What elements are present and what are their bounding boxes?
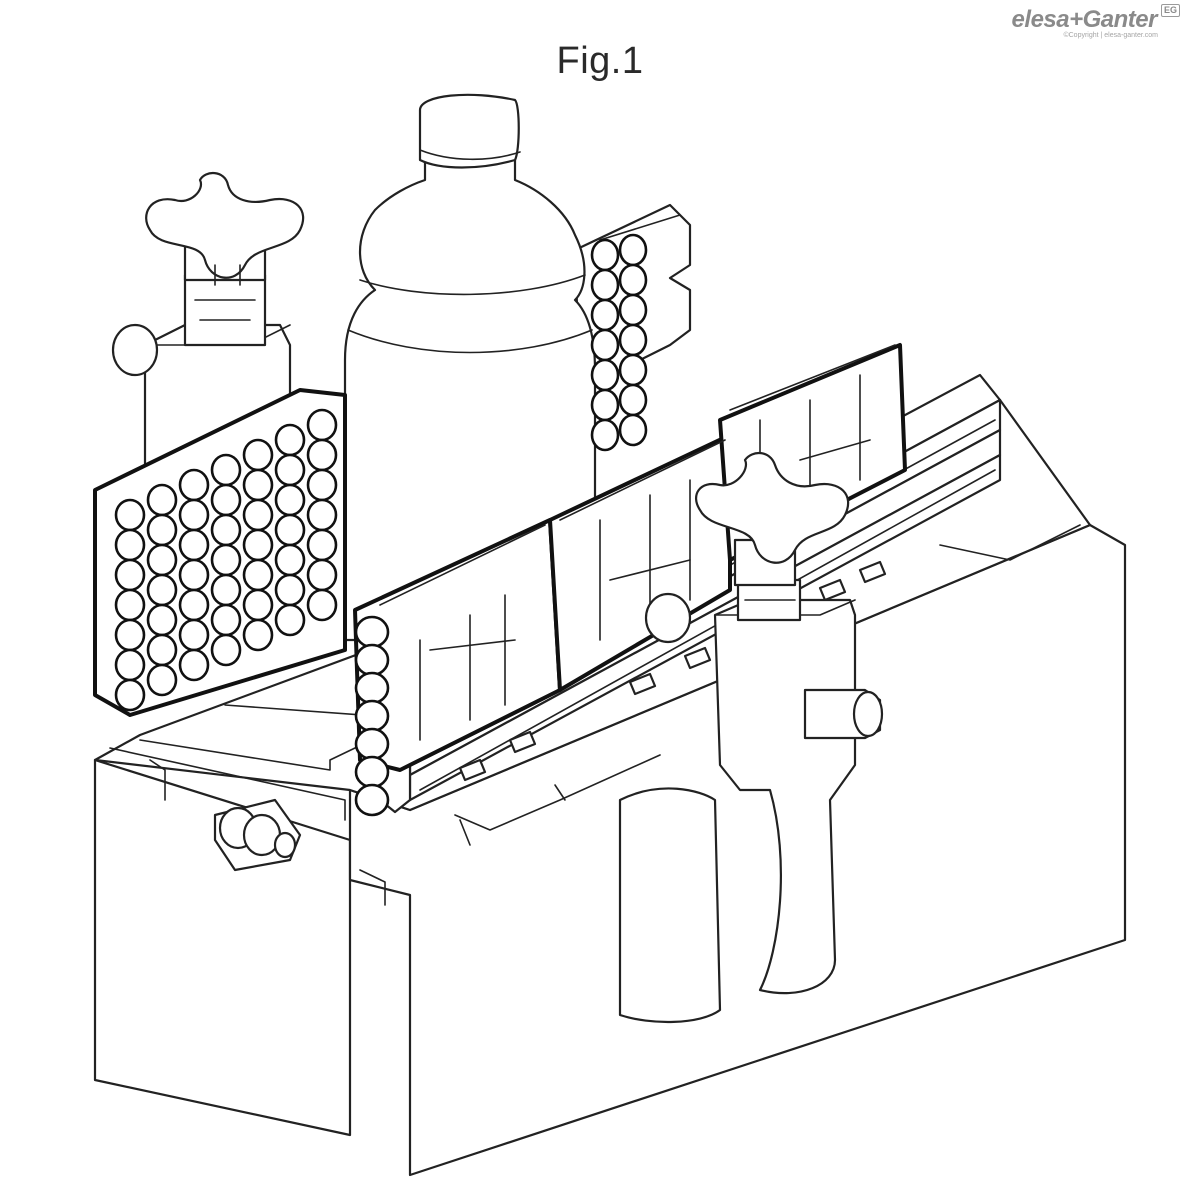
roller-wheel [114,498,146,532]
roller-wheel [210,573,242,607]
roller-wheel [210,543,242,577]
roller-wheel [178,468,210,502]
roller-wheel [178,558,210,592]
roller-wheel [146,603,178,637]
roller-wheel [590,238,620,272]
roller-wheel [590,358,620,392]
roller-wheel [354,615,390,649]
roller-wheel [354,727,390,761]
roller-wheel [146,663,178,697]
roller-wheel [210,603,242,637]
roller-wheel [590,388,620,422]
roller-wheel [306,408,338,442]
left-clamp [111,172,305,472]
roller-wheel [306,588,338,622]
roller-wheel [178,528,210,562]
roller-wheel [114,588,146,622]
roller-wheel [146,633,178,667]
roller-wheel [618,413,648,447]
figure-title: Fig.1 [556,40,644,82]
star-knob-icon [695,452,850,564]
roller-wheel [274,543,306,577]
roller-grid [114,408,338,712]
roller-wheel [242,528,274,562]
roller-wheel [114,618,146,652]
brand-copyright: ©Copyright | elesa-ganter.com [1063,32,1158,39]
roller-wheel [146,513,178,547]
roller-wheel [354,671,390,705]
brand-badge: EG [1160,4,1180,17]
roller-wheel [354,755,390,789]
roller-wheel [354,643,390,677]
hinge [213,798,302,872]
roller-wheel [210,513,242,547]
roller-wheel [274,423,306,457]
roller-wheel [306,438,338,472]
roller-wheel [618,293,648,327]
roller-wheel [274,513,306,547]
roller-wheel [618,233,648,267]
roller-wheel [618,323,648,357]
bottle-icon [343,93,597,642]
front-roller-column [354,615,390,817]
right-clamp [618,452,884,1024]
roller-wheel [306,498,338,532]
left-roller-panel [93,388,347,717]
star-knob-icon [145,172,305,286]
roller-wheel [274,573,306,607]
back-roller-column [590,233,648,452]
roller-wheel [178,648,210,682]
roller-wheel [146,483,178,517]
roller-wheel [354,699,390,733]
roller-wheel [114,648,146,682]
roller-wheel [242,468,274,502]
roller-wheel [618,383,648,417]
roller-wheel [242,558,274,592]
roller-wheel [618,353,648,387]
roller-wheel [210,483,242,517]
roller-wheel [354,783,390,817]
roller-wheel [146,543,178,577]
roller-wheel [178,498,210,532]
roller-wheel [306,558,338,592]
roller-wheel [274,453,306,487]
roller-wheel [590,328,620,362]
roller-wheel [618,263,648,297]
roller-wheel [306,528,338,562]
roller-wheel [590,298,620,332]
roller-wheel [242,588,274,622]
roller-wheel [274,603,306,637]
roller-wheel [114,558,146,592]
roller-wheel [114,528,146,562]
roller-wheel [210,453,242,487]
roller-wheel [306,468,338,502]
roller-wheel [146,573,178,607]
roller-wheel [210,633,242,667]
brand-name: elesa+Ganter [1011,6,1158,33]
roller-wheel [274,483,306,517]
roller-wheel [242,618,274,652]
roller-wheel [242,498,274,532]
roller-wheel [242,438,274,472]
roller-wheel [590,268,620,302]
roller-wheel [590,418,620,452]
roller-wheel [114,678,146,712]
roller-wheel [178,618,210,652]
roller-wheel [178,588,210,622]
